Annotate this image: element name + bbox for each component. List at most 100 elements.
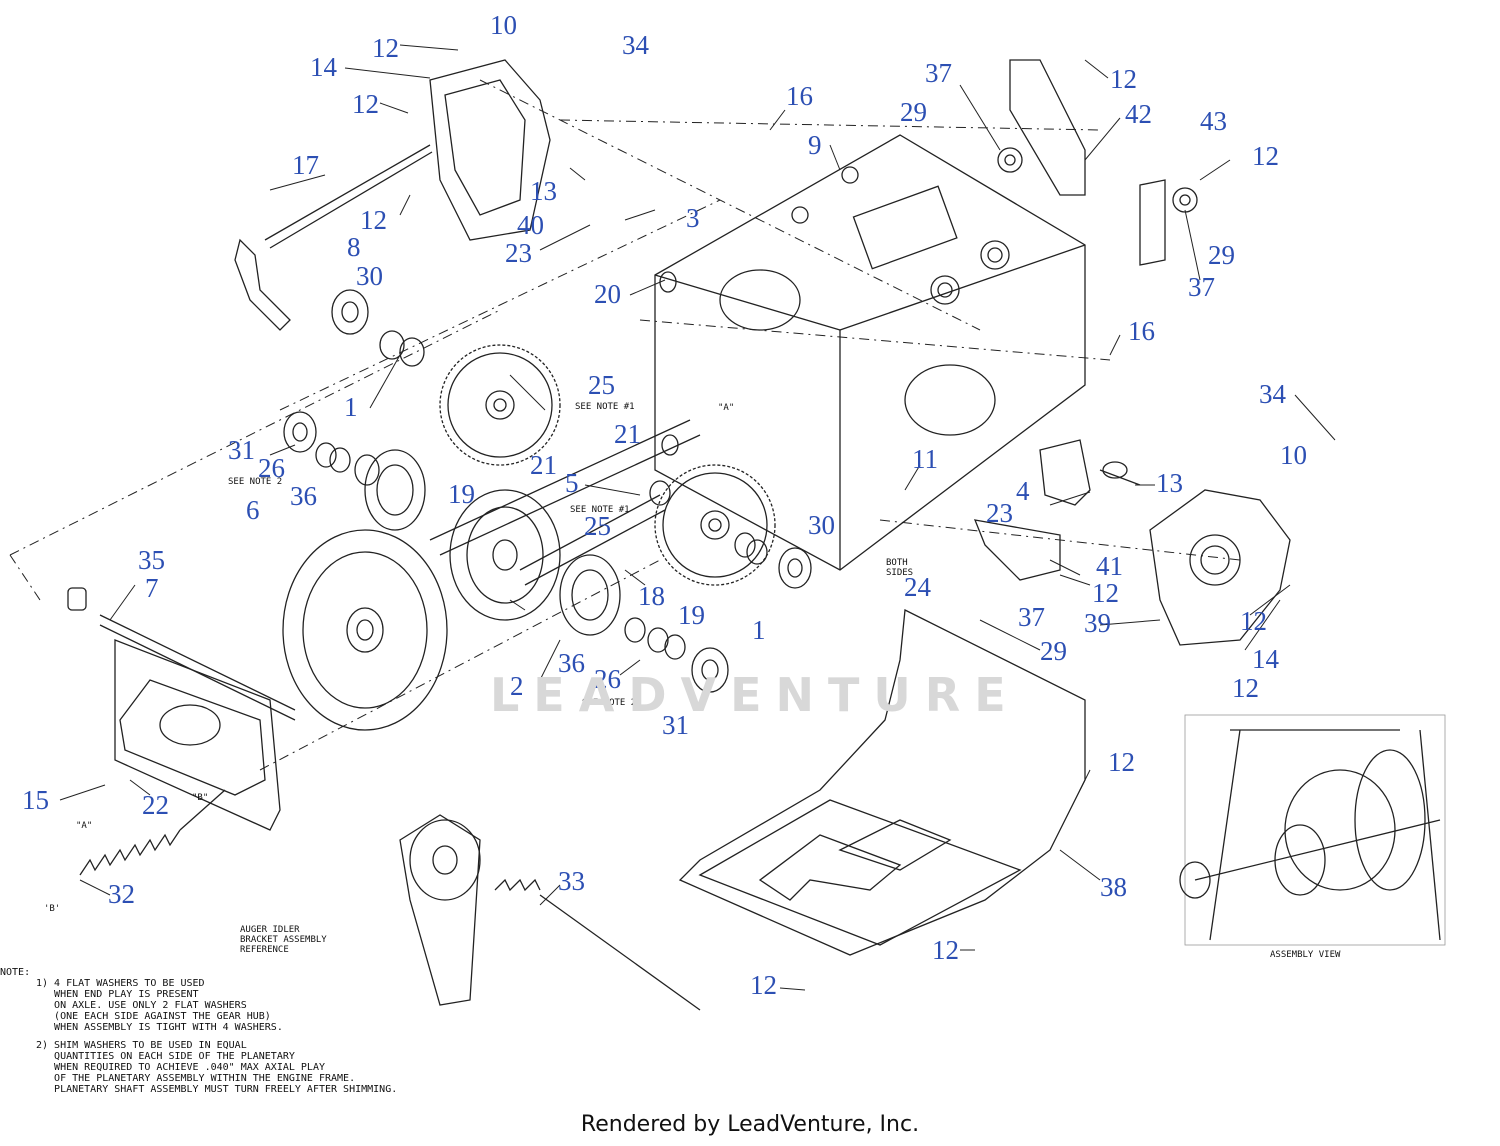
callout-43: 43 xyxy=(1200,106,1227,136)
callout-33: 33 xyxy=(558,866,585,896)
gear-case-cover-left xyxy=(429,59,551,241)
callout-12-left-mid: 12 xyxy=(360,205,387,235)
callout-36-bottom: 36 xyxy=(558,648,585,678)
callout-9: 9 xyxy=(808,130,822,160)
callout-24: 24 xyxy=(904,572,931,602)
callout-12-right-mid: 12 xyxy=(1092,578,1119,608)
shift-rod xyxy=(234,144,433,331)
callout-23-top: 23 xyxy=(505,238,532,268)
callout-32: 32 xyxy=(108,879,135,909)
callout-12-top-right: 12 xyxy=(1110,64,1137,94)
callout-42: 42 xyxy=(1125,99,1152,129)
callout-13-top: 13 xyxy=(530,176,557,206)
callout-16-top: 16 xyxy=(786,81,813,111)
mark-b-bracket: "B" xyxy=(192,793,209,803)
callout-12-plate: 12 xyxy=(1108,747,1135,777)
callout-31-left: 31 xyxy=(228,435,255,465)
callout-37-bottom: 37 xyxy=(1018,602,1045,632)
callout-7: 7 xyxy=(145,573,159,603)
assembly-view-label: ASSEMBLY VIEW xyxy=(1270,950,1341,960)
callout-12-right-lower: 12 xyxy=(1240,606,1267,636)
callout-22: 22 xyxy=(142,790,169,820)
callout-19-left: 19 xyxy=(448,479,475,509)
callout-20: 20 xyxy=(594,279,621,309)
callout-8: 8 xyxy=(347,232,361,262)
callout-2: 2 xyxy=(510,671,524,701)
callout-30-right: 30 xyxy=(808,510,835,540)
callout-21-upper: 21 xyxy=(614,419,641,449)
callout-5: 5 xyxy=(565,468,579,498)
callout-29-right: 29 xyxy=(1208,240,1235,270)
callout-37-top: 37 xyxy=(925,58,952,88)
callout-23-right: 23 xyxy=(986,498,1013,528)
callout-29-top: 29 xyxy=(900,97,927,127)
callout-leaders xyxy=(59,44,1336,991)
auger-idler-bracket xyxy=(399,814,701,1011)
assembly-view-inset xyxy=(1179,714,1446,946)
callout-21-lower: 21 xyxy=(530,450,557,480)
callout-37-right: 37 xyxy=(1188,272,1215,302)
notes-header: NOTE: xyxy=(0,967,31,978)
bearing-brackets-right xyxy=(997,59,1198,266)
mark-a-frame: "A" xyxy=(718,403,735,413)
planetary-carriers xyxy=(364,449,621,636)
auger-gear-left xyxy=(439,344,561,466)
callout-25-top: 25 xyxy=(588,370,615,400)
callout-12-right-bottom: 12 xyxy=(1232,673,1259,703)
watermark: LEADVENTURE xyxy=(490,668,1020,722)
callout-12-plate-bottom: 12 xyxy=(932,935,959,965)
callout-30-left: 30 xyxy=(356,261,383,291)
note-1: 1) 4 FLAT WASHERS TO BE USED WHEN END PL… xyxy=(36,978,283,1033)
callout-11: 11 xyxy=(912,444,938,474)
callout-12-bottom: 12 xyxy=(750,970,777,1000)
mark-a-bracket: "A" xyxy=(76,821,93,831)
callout-6: 6 xyxy=(246,495,260,525)
shift-arm-right xyxy=(973,439,1141,581)
callout-12-top-left: 12 xyxy=(372,33,399,63)
gear-case-cover-right xyxy=(1149,489,1291,646)
callout-13-right: 13 xyxy=(1156,468,1183,498)
callout-29-bottom: 29 xyxy=(1040,636,1067,666)
tension-spring xyxy=(79,789,226,876)
see-note-2-label-bottom: SEE NOTE 2 xyxy=(582,698,637,708)
callout-26-bottom: 26 xyxy=(594,664,621,694)
callout-35: 35 xyxy=(138,545,165,575)
shift-bracket xyxy=(67,587,296,831)
see-note-1-label-lower: SEE NOTE #1 xyxy=(570,505,630,515)
callout-14-top: 14 xyxy=(310,52,337,82)
callout-41: 41 xyxy=(1096,551,1123,581)
callout-25-lower: 25 xyxy=(584,511,611,541)
callout-34-top: 34 xyxy=(622,30,649,60)
note-2: 2) SHIM WASHERS TO BE USED IN EQUAL QUAN… xyxy=(36,1040,398,1095)
bearings-washers xyxy=(283,271,812,693)
callout-1-left: 1 xyxy=(344,392,358,422)
mark-b-spring: 'B' xyxy=(44,904,61,914)
drive-pulley xyxy=(282,529,448,731)
see-note-2-label-left: SEE NOTE 2 xyxy=(228,477,283,487)
auger-gear-right xyxy=(654,464,776,586)
frame-housing xyxy=(654,134,1086,571)
planetary-drum xyxy=(449,489,561,621)
callout-3: 3 xyxy=(686,203,700,233)
callout-14-right: 14 xyxy=(1252,644,1279,674)
callout-19-right: 19 xyxy=(678,600,705,630)
callout-12-right-upper: 12 xyxy=(1252,141,1279,171)
callout-38: 38 xyxy=(1100,872,1127,902)
callout-4: 4 xyxy=(1016,476,1030,506)
callout-10-right: 10 xyxy=(1280,440,1307,470)
footer-credit: Rendered by LeadVenture, Inc. xyxy=(580,1112,920,1137)
callout-17: 17 xyxy=(292,150,319,180)
callout-12-left-upper: 12 xyxy=(352,89,379,119)
callout-34-right: 34 xyxy=(1259,379,1286,409)
skid-plate xyxy=(678,608,1086,956)
auger-idler-reference-label: AUGER IDLER BRACKET ASSEMBLY REFERENCE xyxy=(240,925,327,955)
callout-36-left: 36 xyxy=(290,481,317,511)
callout-16-right: 16 xyxy=(1128,316,1155,346)
callout-40: 40 xyxy=(517,210,544,240)
callout-10-top: 10 xyxy=(490,10,517,40)
callout-31-bottom: 31 xyxy=(662,710,689,740)
callout-15: 15 xyxy=(22,785,49,815)
callout-18: 18 xyxy=(638,581,665,611)
